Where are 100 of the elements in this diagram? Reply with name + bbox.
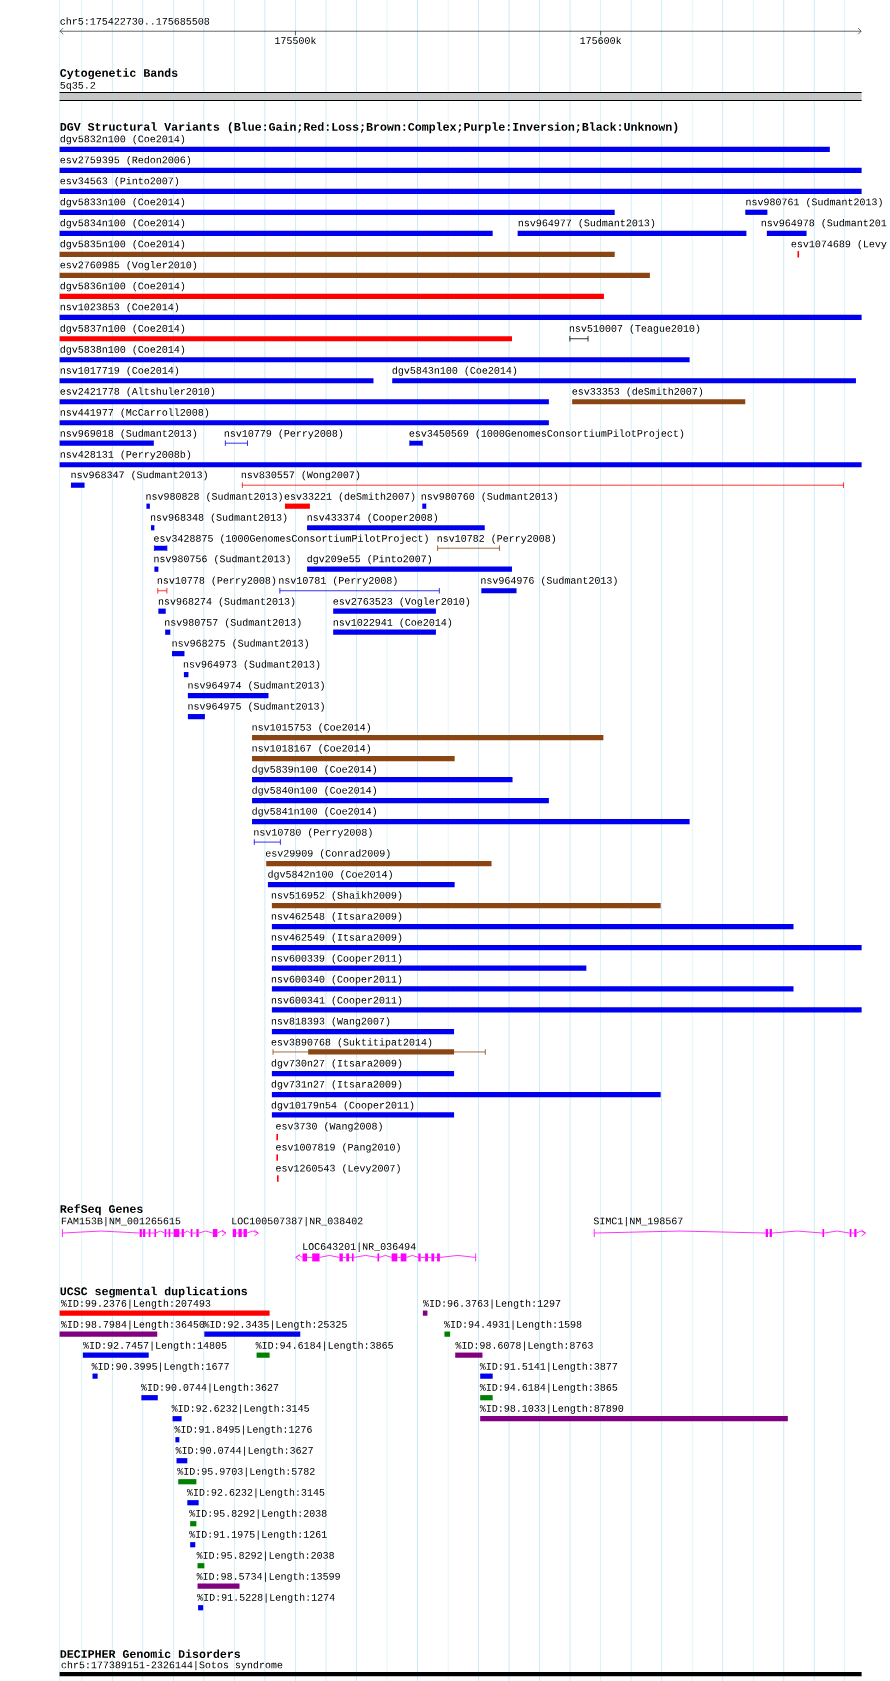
variant-label: nsv441977 (McCarroll2008) (60, 408, 209, 418)
track-title: DECIPHER Genomic Disorders (60, 1649, 241, 1658)
duplication-label: %ID:90.3995|Length:1677 (91, 1362, 229, 1372)
scale-label: 175500k (275, 36, 316, 44)
variant-label: esv3730 (Wang2008) (276, 1122, 382, 1132)
variant-label: dgv5841n100 (Coe2014) (252, 807, 376, 817)
gene-label: LOC643201|NR_036494 (303, 1242, 416, 1252)
track-title: UCSC segmental duplications (60, 1286, 247, 1298)
variant-label: nsv462549 (Itsara2009) (271, 933, 402, 943)
duplication-label: %ID:98.7984|Length:36450 (60, 1320, 205, 1330)
variant-label: esv1007819 (Pang2010) (276, 1143, 400, 1153)
variant-label: dgv5832n100 (Coe2014) (60, 135, 185, 145)
duplication-label: %ID:95.9703|Length:5782 (177, 1467, 315, 1477)
disorder-label: chr5:177389151-2326144|Sotos syndrome (61, 1660, 283, 1671)
variant-label: esv2760985 (Vogler2010) (60, 261, 197, 271)
duplication-label: %ID:90.0744|Length:3627 (140, 1383, 279, 1393)
variant-label: nsv600340 (Cooper2011) (271, 975, 402, 985)
variant-label: dgv5837n100 (Coe2014) (60, 324, 185, 334)
variant-label: esv2421778 (Altshuler2010) (60, 387, 215, 397)
variant-label: nsv1023853 (Coe2014) (60, 303, 179, 313)
variant-label: nsv969018 (Sudmant2013) (60, 429, 197, 439)
duplication-label: %ID:91.5141|Length:3877 (479, 1362, 618, 1372)
duplication-label: %ID:94.6184|Length:3865 (479, 1383, 618, 1393)
variant-label: nsv433374 (Cooper2008) (307, 513, 438, 523)
duplication-label: %ID:91.1975|Length:1261 (189, 1530, 327, 1540)
duplication-label: %ID:98.6078|Length:8763 (455, 1341, 593, 1351)
variant-label: nsv10778 (Perry2008) (157, 576, 276, 586)
variant-label: nsv980761 (Sudmant2013) (746, 198, 882, 208)
coordinate-range: chr5:175422730..175685508 (60, 17, 210, 25)
variant-label: nsv10779 (Perry2008) (224, 429, 343, 439)
variant-label: esv3450569 (1000GenomesConsortiumPilotProject) (409, 429, 684, 439)
band-label: 5q35.2 (60, 81, 96, 91)
track-title: Cytogenetic Bands (60, 68, 178, 80)
variant-label: nsv1022941 (Coe2014) (333, 618, 452, 628)
variant-label: nsv968348 (Sudmant2013) (150, 513, 287, 523)
gene-label: SIMC1|NM_198567 (593, 1217, 683, 1227)
variant-label: esv34563 (Pinto2007) (60, 177, 179, 187)
variant-label: dgv5834n100 (Coe2014) (60, 219, 185, 229)
variant-label: nsv1017719 (Coe2014) (60, 366, 179, 376)
track-title: DGV Structural Variants (Blue:Gain;Red:Loss;Brown:Complex;Purple:Inversion;Black:Unknown) (60, 122, 678, 134)
variant-label: nsv964977 (Sudmant2013) (518, 219, 655, 229)
variant-label: dgv5835n100 (Coe2014) (60, 240, 185, 250)
duplication-label: %ID:92.3435|Length:25325 (203, 1320, 347, 1330)
duplication-label: %ID:95.8292|Length:2038 (196, 1551, 334, 1561)
duplication-label: %ID:91.8495|Length:1276 (174, 1425, 312, 1435)
variant-label: dgv5838n100 (Coe2014) (60, 345, 185, 355)
variant-label: dgv5840n100 (Coe2014) (252, 786, 376, 796)
duplication-label: %ID:96.3763|Length:1297 (423, 1299, 561, 1309)
variant-label: nsv462548 (Itsara2009) (271, 912, 402, 922)
variant-label: nsv10780 (Perry2008) (254, 828, 372, 838)
variant-label: dgv209e55 (Pinto2007) (307, 554, 432, 565)
variant-label: nsv10782 (Perry2008) (437, 534, 555, 544)
variant-label: esv2759395 (Redon2006) (60, 156, 191, 166)
variant-label: nsv1015753 (Coe2014) (252, 723, 370, 733)
variant-label: dgv5839n100 (Coe2014) (252, 765, 376, 775)
duplication-label: %ID:98.1033|Length:87890 (479, 1404, 624, 1414)
variant-label: nsv428131 (Perry2008b) (60, 450, 191, 460)
duplication-label: %ID:95.8292|Length:2038 (189, 1509, 327, 1519)
variant-label: nsv980760 (Sudmant2013) (421, 492, 558, 502)
variant-label: nsv980828 (Sudmant2013) (146, 492, 282, 502)
variant-label: dgv730n27 (Itsara2009) (271, 1059, 402, 1069)
variant-label: nsv830557 (Wong2007) (241, 470, 360, 481)
gene-label: LOC100507387|NR_038402 (232, 1217, 363, 1227)
variant-label: esv2763523 (Vogler2010) (333, 597, 470, 607)
variant-label: nsv964974 (Sudmant2013) (188, 681, 324, 691)
variant-label: nsv964976 (Sudmant2013) (481, 576, 617, 586)
variant-label: esv1074689 (Levy (791, 240, 887, 250)
variant-label: nsv600341 (Cooper2011) (271, 996, 402, 1006)
duplication-label: %ID:92.7457|Length:14805 (83, 1341, 227, 1351)
variant-label: dgv5843n100 (Coe2014) (392, 366, 517, 376)
duplication-label: %ID:90.0744|Length:3627 (175, 1446, 313, 1456)
variant-label: esv3890768 (Suktitipat2014) (271, 1038, 432, 1048)
duplication-label: %ID:91.5228|Length:1274 (197, 1593, 335, 1603)
variant-label: dgv10179n54 (Cooper2011) (271, 1101, 414, 1111)
variant-label: nsv1018167 (Coe2014) (252, 744, 370, 754)
variant-label: nsv964975 (Sudmant2013) (188, 702, 324, 712)
variant-label: nsv980757 (Sudmant2013) (165, 618, 301, 628)
variant-label: nsv964978 (Sudmant201 (761, 219, 887, 229)
scale-label: 175600k (580, 36, 622, 44)
variant-label: dgv5833n100 (Coe2014) (60, 198, 185, 208)
variant-label: nsv818393 (Wang2007) (271, 1017, 390, 1027)
variant-label: nsv968274 (Sudmant2013) (158, 597, 295, 607)
variant-label: nsv600339 (Cooper2011) (271, 954, 402, 964)
duplication-label: %ID:99.2376|Length:207493 (60, 1299, 211, 1309)
variant-label: dgv5842n100 (Coe2014) (268, 870, 392, 880)
variant-label: esv1260543 (Levy2007) (276, 1164, 400, 1174)
variant-label: nsv968275 (Sudmant2013) (172, 639, 308, 649)
duplication-label: %ID:92.6232|Length:3145 (171, 1404, 309, 1414)
gene-label: FAM153B|NM_001265615 (61, 1217, 181, 1227)
duplication-label: %ID:92.6232|Length:3145 (186, 1488, 325, 1498)
variant-label: dgv731n27 (Itsara2009) (271, 1080, 402, 1090)
duplication-label: %ID:94.4931|Length:1598 (444, 1320, 582, 1330)
variant-label: esv29909 (Conrad2009) (265, 849, 390, 859)
variant-label: nsv964973 (Sudmant2013) (183, 660, 320, 670)
variant-label: dgv5836n100 (Coe2014) (60, 282, 185, 292)
variant-label: nsv980756 (Sudmant2013) (154, 554, 290, 565)
variant-label: esv3428875 (1000GenomesConsortiumPilotProject) (154, 534, 428, 544)
variant-label: esv33221 (deSmith2007) (284, 492, 415, 502)
variant-label: nsv968347 (Sudmant2013) (71, 470, 207, 481)
variant-label: nsv510007 (Teague2010) (569, 324, 700, 334)
